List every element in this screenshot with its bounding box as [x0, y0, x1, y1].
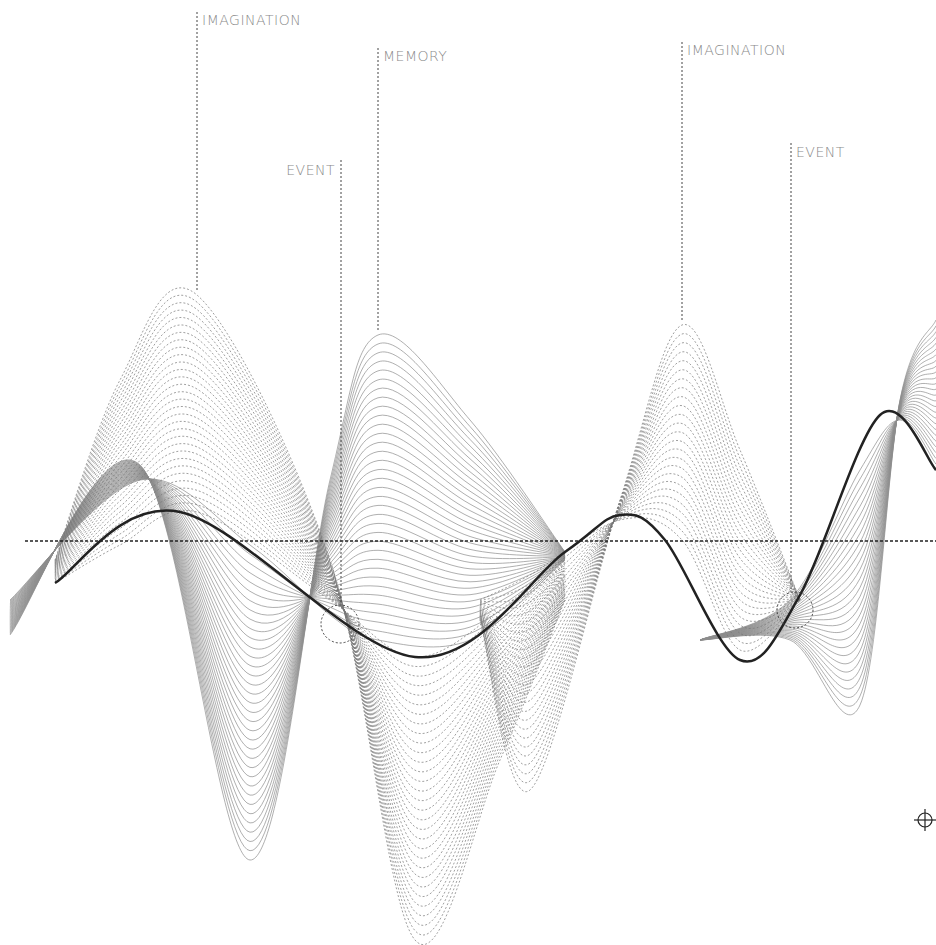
wave-stroke [55, 332, 565, 887]
wave-stroke [55, 362, 565, 849]
main-wave [55, 411, 936, 662]
wave-stroke [480, 397, 800, 721]
wave-stroke [480, 518, 800, 652]
wave-stroke [480, 509, 800, 636]
wave-stroke [700, 398, 936, 640]
wave-stroke [55, 451, 565, 734]
wave-stroke [700, 332, 936, 698]
wave-stroke [480, 334, 800, 783]
wave-stroke [55, 310, 565, 916]
wave-stroke [480, 405, 800, 711]
wave-stroke [55, 317, 565, 906]
wave-stroke [55, 399, 565, 801]
wave-stroke [480, 361, 800, 756]
leader-lines [197, 12, 791, 604]
wave-stroke [480, 414, 800, 702]
stage-label: EVENT [284, 162, 337, 178]
wave-stroke [700, 409, 936, 640]
wave-stroke [480, 457, 800, 658]
wave-stroke [700, 366, 936, 647]
wave-stroke [700, 407, 936, 640]
wave-stroke [55, 466, 565, 715]
stage-label: IMAGINATION [200, 12, 303, 28]
stage-label: MEMORY [381, 48, 449, 64]
wave-stroke [55, 295, 565, 935]
wave-stroke [480, 440, 800, 676]
wave-stroke [55, 384, 565, 820]
wave-stroke [700, 372, 936, 640]
wave-stroke [480, 449, 800, 667]
wave-stroke [480, 489, 800, 624]
wave-stroke [480, 352, 800, 765]
wave-stroke [480, 379, 800, 738]
wave-stroke [700, 395, 936, 640]
time-axis [25, 540, 936, 541]
wave-stroke [700, 387, 936, 640]
wave-stroke [480, 496, 800, 621]
wave-stroke [10, 471, 565, 713]
wave-stroke [700, 404, 936, 640]
registration-mark [914, 809, 936, 831]
wave-stroke [700, 343, 936, 680]
wave-stroke [55, 340, 565, 878]
stage-label: IMAGINATION [685, 42, 788, 58]
wave-stroke [480, 343, 800, 774]
wave-stroke [55, 325, 565, 897]
event-circles [321, 592, 813, 643]
wave-stroke [700, 417, 936, 640]
wave-stroke [55, 495, 565, 676]
wave-stroke [480, 432, 800, 685]
wave-stroke [55, 355, 565, 859]
wave-stroke [10, 473, 565, 676]
wave-stroke [480, 370, 800, 747]
wave-stroke [480, 324, 800, 791]
stage-label: EVENT [794, 144, 847, 160]
wave-stroke [55, 458, 565, 723]
wave-stroke [700, 419, 936, 640]
wave-stroke [10, 460, 565, 731]
wave-stroke [55, 303, 565, 926]
wave-families [10, 288, 936, 945]
wave-stroke [700, 420, 936, 640]
wave-stroke [55, 488, 565, 686]
wave-stroke [55, 436, 565, 752]
wave-stroke [480, 423, 800, 694]
wave-stroke [55, 429, 565, 763]
wave-stroke [700, 418, 936, 640]
wave-stroke [10, 474, 565, 667]
wave-stroke [700, 383, 936, 640]
wave-stroke [700, 391, 936, 640]
wave-stroke [480, 474, 800, 641]
wave-stroke [55, 392, 565, 810]
wave-stroke [700, 401, 936, 640]
wave-stroke [700, 326, 936, 706]
